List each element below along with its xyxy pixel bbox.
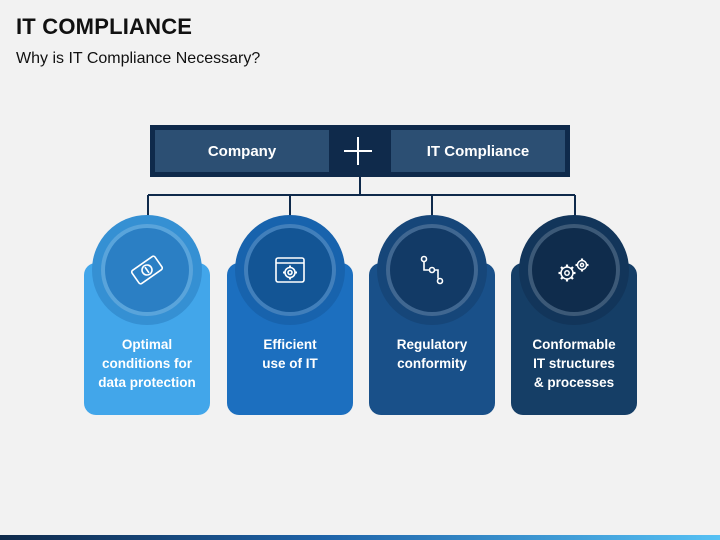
header-bar: Company IT Compliance	[150, 125, 570, 177]
card-label: Conformable IT structures & processes	[532, 337, 616, 390]
card-structures: Conformable IT structures & processes	[511, 195, 637, 417]
gears-icon	[532, 228, 616, 312]
money-bill-icon	[105, 228, 189, 312]
bottom-accent-strip	[0, 535, 720, 540]
card-label: Regulatory conformity	[396, 337, 468, 371]
card-regulatory: Regulatory conformity	[369, 195, 495, 417]
card-label: Efficient use of IT	[262, 337, 318, 371]
card-ring	[92, 215, 202, 325]
it-compliance-box: IT Compliance	[391, 130, 565, 172]
card-efficient-it: Efficient use of IT	[227, 195, 353, 417]
plus-icon	[344, 137, 372, 165]
card-data-protection: Optimal conditions for data protection	[84, 195, 210, 417]
gear-window-icon	[248, 228, 332, 312]
page-title: IT COMPLIANCE	[16, 14, 193, 39]
card-label: Optimal conditions for data protection	[98, 337, 196, 390]
card-ring	[519, 215, 629, 325]
page-subtitle: Why is IT Compliance Necessary?	[16, 50, 261, 67]
workflow-icon	[390, 228, 474, 312]
company-box: Company	[155, 130, 329, 172]
card-ring	[235, 215, 345, 325]
card-ring	[377, 215, 487, 325]
